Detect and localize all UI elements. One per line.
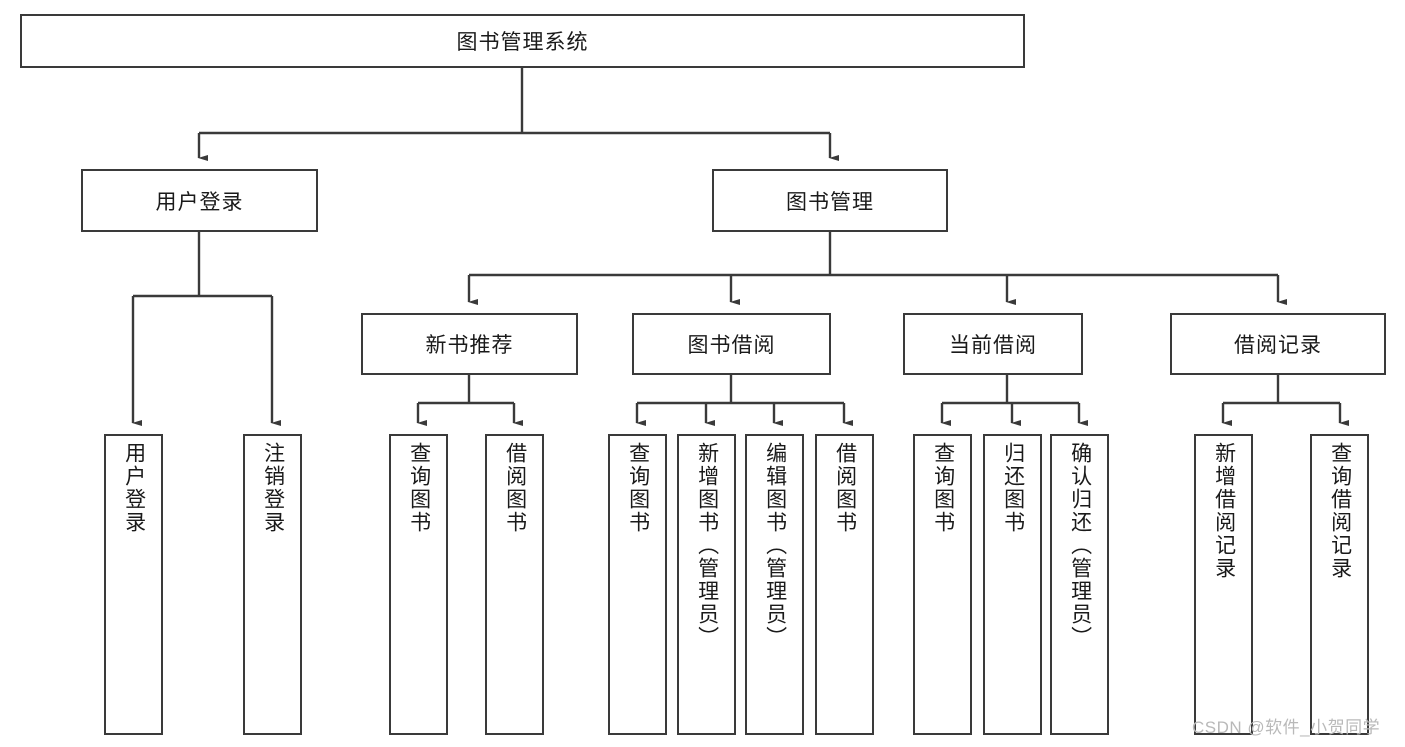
leaf-query-book-1[interactable]: 查询图书 (389, 434, 448, 735)
leaf-add-record[interactable]: 新增借阅记录 (1194, 434, 1253, 735)
leaf-query-record-label: 查询借阅记录 (1328, 442, 1352, 580)
node-new-book-rec[interactable]: 新书推荐 (361, 313, 578, 375)
leaf-query-book-2-label: 查询图书 (626, 442, 650, 534)
leaf-query-record[interactable]: 查询借阅记录 (1310, 434, 1369, 735)
leaf-confirm-return-label: 确认归还（管理员） (1068, 442, 1092, 649)
leaf-return-book[interactable]: 归还图书 (983, 434, 1042, 735)
leaf-edit-book[interactable]: 编辑图书（管理员） (745, 434, 804, 735)
leaf-add-book[interactable]: 新增图书（管理员） (677, 434, 736, 735)
node-user-login[interactable]: 用户登录 (81, 169, 318, 232)
leaf-add-book-label: 新增图书（管理员） (695, 442, 719, 649)
node-borrow-record[interactable]: 借阅记录 (1170, 313, 1386, 375)
leaf-query-book-3-label: 查询图书 (931, 442, 955, 534)
node-book-borrow-label: 图书借阅 (687, 334, 776, 357)
leaf-logout-login[interactable]: 注销登录 (243, 434, 302, 735)
leaf-query-book-1-label: 查询图书 (407, 442, 431, 534)
leaf-query-book-2[interactable]: 查询图书 (608, 434, 667, 735)
node-borrow-record-label: 借阅记录 (1234, 334, 1322, 357)
leaf-edit-book-label: 编辑图书（管理员） (763, 442, 787, 649)
node-new-book-rec-label: 新书推荐 (425, 334, 514, 357)
leaf-query-book-3[interactable]: 查询图书 (913, 434, 972, 735)
leaf-borrow-book-2[interactable]: 借阅图书 (815, 434, 874, 735)
leaf-confirm-return[interactable]: 确认归还（管理员） (1050, 434, 1109, 735)
leaf-borrow-book-1[interactable]: 借阅图书 (485, 434, 544, 735)
node-book-manage[interactable]: 图书管理 (712, 169, 948, 232)
node-root[interactable]: 图书管理系统 (20, 14, 1025, 68)
leaf-add-record-label: 新增借阅记录 (1212, 442, 1236, 580)
csdn-watermark: CSDN @软件_小贺同学 (1192, 718, 1381, 737)
node-book-borrow[interactable]: 图书借阅 (632, 313, 831, 375)
leaf-borrow-book-1-label: 借阅图书 (503, 442, 527, 534)
node-current-borrow[interactable]: 当前借阅 (903, 313, 1083, 375)
leaf-logout-login-label: 注销登录 (261, 442, 285, 534)
node-book-manage-label: 图书管理 (786, 190, 874, 214)
node-root-label: 图书管理系统 (456, 31, 589, 54)
node-current-borrow-label: 当前借阅 (949, 334, 1037, 357)
node-user-login-label: 用户登录 (155, 190, 244, 214)
leaf-user-login-label: 用户登录 (122, 442, 146, 534)
leaf-borrow-book-2-label: 借阅图书 (833, 442, 857, 534)
leaf-return-book-label: 归还图书 (1001, 442, 1025, 534)
leaf-user-login[interactable]: 用户登录 (104, 434, 163, 735)
